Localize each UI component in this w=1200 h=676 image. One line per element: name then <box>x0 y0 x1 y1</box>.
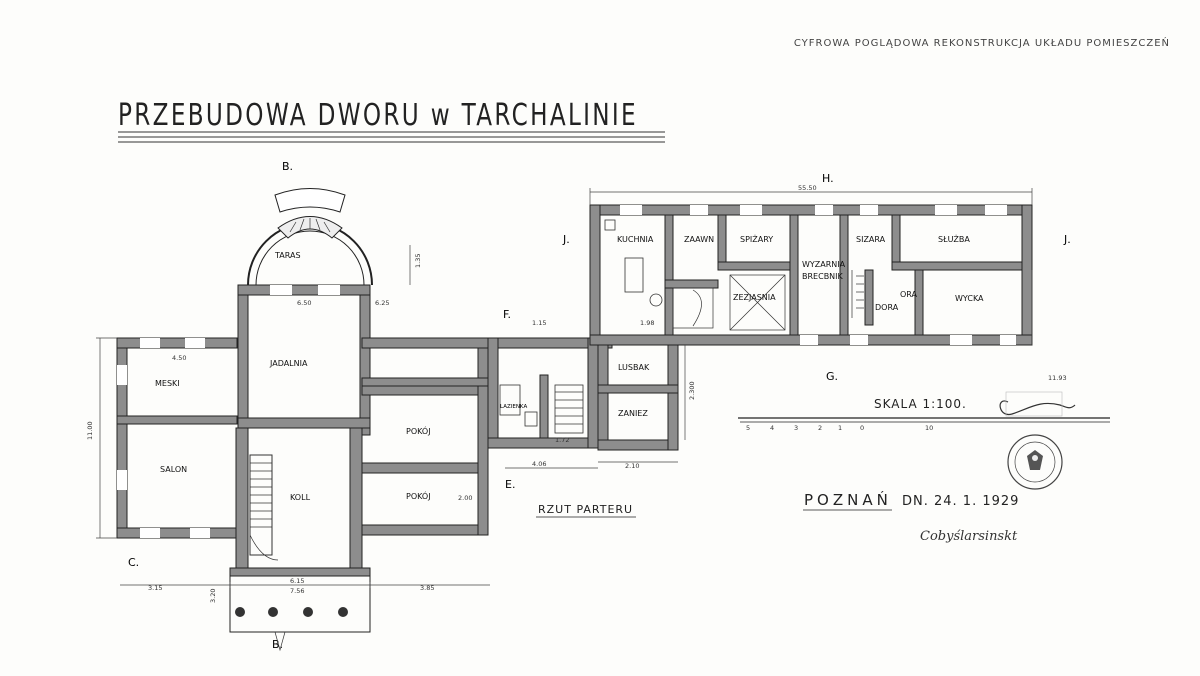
room-lazienka: LAZIENKA <box>500 404 527 410</box>
room-zaniez: ZANIEZ <box>618 409 648 418</box>
dim-756: 7.56 <box>290 587 304 595</box>
date-label: DN. 24. 1. 1929 <box>902 494 1019 509</box>
room-pokoj-2: POKÓJ <box>406 490 431 501</box>
dim-320: 3.20 <box>209 589 217 603</box>
scale-tick: 1 <box>838 424 842 432</box>
section-e: E. <box>505 478 515 491</box>
scale-label: SKALA 1:100. <box>874 397 967 411</box>
dim-200: 2.00 <box>458 494 472 502</box>
scale-tick: 3 <box>794 424 798 432</box>
signature-mark-1 <box>999 391 1076 417</box>
room-zezjasnia: ZEZJASNIA <box>733 293 776 302</box>
room-spizary: SPIŻARY <box>740 234 773 244</box>
rzut-parteru-label: RZUT PARTERU <box>538 503 633 516</box>
scale-bar <box>738 417 1110 423</box>
dim-135: 1.35 <box>414 254 422 268</box>
dim-198: 1.98 <box>640 319 654 327</box>
dim-315: 3.15 <box>148 584 162 592</box>
room-meski: MESKI <box>155 379 180 388</box>
dim-left-height: 11.00 <box>86 421 94 440</box>
room-brecbnik: BRECBNIK <box>802 272 844 281</box>
scale-tick: 0 <box>860 424 864 432</box>
section-b-bottom: B. <box>272 638 283 651</box>
porch <box>229 575 371 652</box>
dim-210: 2.10 <box>625 462 639 470</box>
dim-115: 1.15 <box>532 319 546 327</box>
room-lusbak: LUSBAK <box>618 363 650 372</box>
section-g: G. <box>826 370 838 383</box>
dimension-lines <box>96 188 1033 588</box>
room-pokoj-1: POKÓJ <box>406 425 431 436</box>
room-sluzba: SŁUŻBA <box>938 234 970 244</box>
room-jadalnia: JADALNIA <box>269 359 308 368</box>
dim-625: 6.25 <box>375 299 389 307</box>
dim-406: 4.06 <box>532 460 546 468</box>
left-wing-walls <box>116 284 613 577</box>
section-c: C. <box>128 556 139 569</box>
section-j-left: J. <box>562 233 570 246</box>
section-f: F. <box>503 308 511 321</box>
terrace-arc <box>247 188 373 286</box>
room-kuchnia: KUCHNIA <box>617 235 654 244</box>
left-openings <box>117 285 340 538</box>
room-ora: ORA <box>900 290 918 299</box>
dim-450: 4.50 <box>172 354 186 362</box>
bath-fixtures <box>499 384 584 434</box>
drawing-title: PRZEBUDOWA DWORU w TARCHALINIE <box>118 98 638 133</box>
room-dora: DORA <box>875 303 899 312</box>
section-b-top: B. <box>282 160 293 173</box>
official-stamp <box>1007 434 1063 490</box>
top-right-caption: CYFROWA POGLĄDOWA REKONSTRUKCJA UKŁADU P… <box>794 36 1170 49</box>
central-connector-walls <box>487 337 679 451</box>
dim-385: 3.85 <box>420 584 434 592</box>
room-sizara: SIZARA <box>856 235 886 244</box>
scale-tick: 2 <box>818 424 822 432</box>
scale-tick: 10 <box>925 424 933 432</box>
koll-stairs <box>249 454 279 561</box>
section-h: H. <box>822 172 834 185</box>
dim-2300: 2.300 <box>688 381 696 400</box>
title-underlines <box>118 131 665 143</box>
scale-tick: 4 <box>770 424 774 432</box>
room-taras: TARAS <box>274 251 301 260</box>
signature-text: Cobyślarsinskt <box>920 529 1018 544</box>
room-zaawn: ZAAWN <box>684 235 714 244</box>
dim-615: 6.15 <box>290 577 304 585</box>
room-koll: KOLL <box>290 493 311 502</box>
room-wyzarnia: WYZARNIA <box>802 260 846 269</box>
dim-650: 6.50 <box>297 299 311 307</box>
dim-right-total: 11.93 <box>1048 374 1067 382</box>
place-poznan: POZNAŃ <box>804 490 892 509</box>
scale-tick: 5 <box>746 424 750 432</box>
dim-172: 1.72 <box>555 436 569 444</box>
right-wing-openings <box>620 205 1016 345</box>
section-j-right: J. <box>1063 233 1071 246</box>
scale-ticks: 5 4 3 2 1 0 10 <box>746 424 933 432</box>
dim-top-total: 55.50 <box>798 184 817 192</box>
kitchen-details <box>604 219 864 331</box>
room-wycka: WYCKA <box>955 294 984 303</box>
room-salon: SALON <box>160 465 187 474</box>
